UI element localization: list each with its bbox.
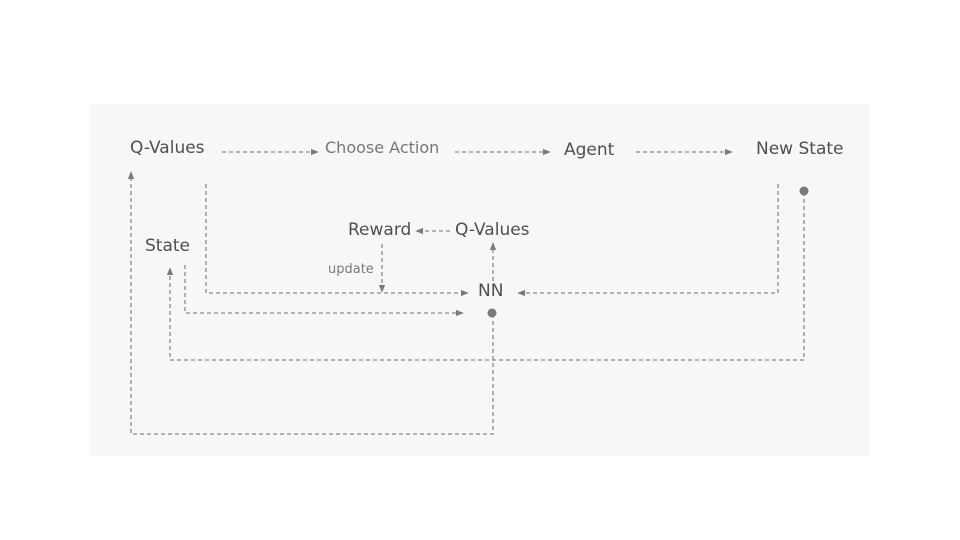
edge-nn-loop-to-qvalues [127, 171, 494, 435]
node-q-values-top: Q-Values [130, 138, 205, 158]
edge-state-to-nn [184, 265, 464, 317]
node-choose-action: Choose Action [325, 138, 440, 157]
nn-dot [487, 308, 497, 318]
node-q-values-mid: Q-Values [455, 220, 530, 240]
edge-new-state-loop-to-state [166, 192, 805, 361]
node-reward: Reward [348, 220, 412, 240]
node-agent: Agent [564, 140, 615, 160]
new-state-dot [799, 186, 809, 196]
node-nn: NN [478, 281, 504, 301]
edge-new-state-to-nn [517, 184, 779, 297]
edge-qvalues-to-nn [205, 184, 469, 297]
node-state: State [145, 236, 190, 256]
edge-label-update: update [328, 262, 374, 277]
diagram-panel [90, 104, 869, 456]
node-new-state: New State [756, 139, 844, 159]
